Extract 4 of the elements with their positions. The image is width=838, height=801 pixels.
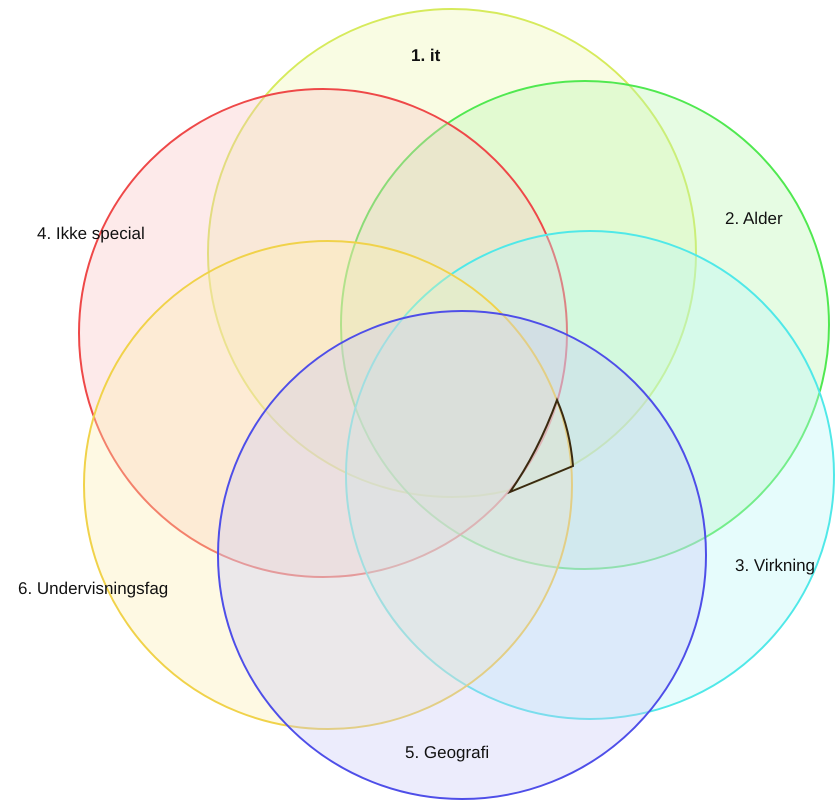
set-label: 1. it bbox=[411, 46, 440, 66]
set-label: 5. Geografi bbox=[405, 743, 490, 763]
set-label: 2. Alder bbox=[725, 209, 783, 229]
set-label: 3. Virkning bbox=[735, 556, 816, 576]
